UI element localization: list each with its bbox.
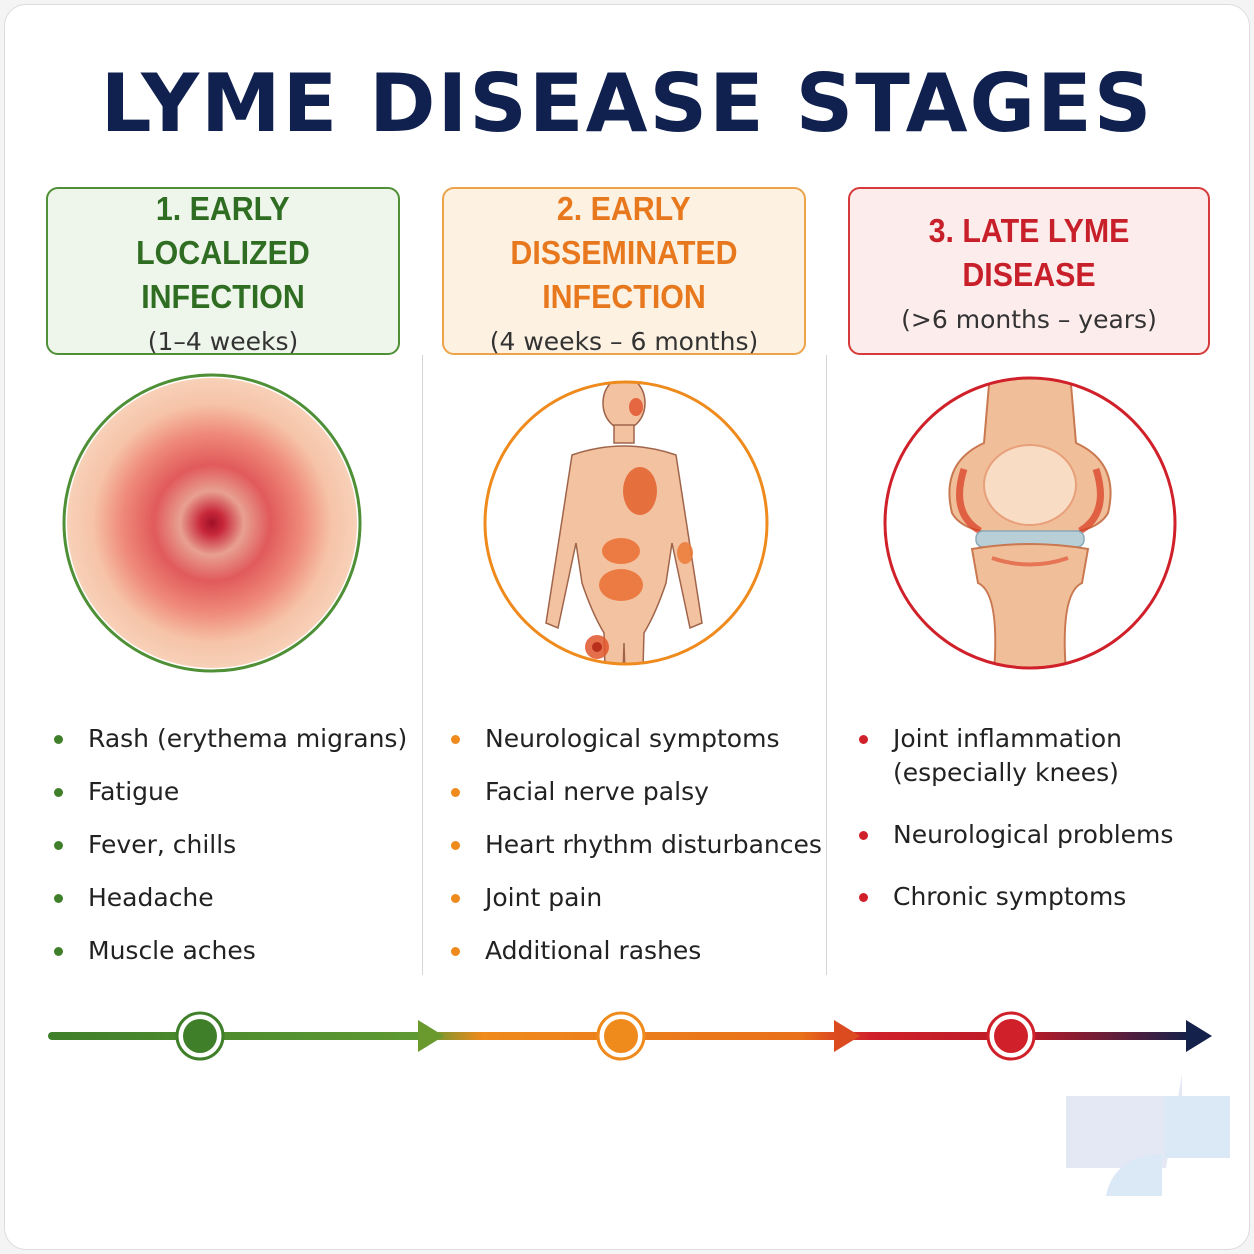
bullet-dot — [451, 841, 460, 850]
stage-1-duration: (1–4 weeks) — [147, 326, 299, 356]
bullet-dot — [54, 788, 63, 797]
progression-timeline — [40, 1000, 1220, 1072]
bullet-dot — [451, 947, 460, 956]
bullet-dot — [54, 894, 63, 903]
stage-1-symptom-list: Rash (erythema migrans) Fatigue Fever, c… — [50, 722, 407, 987]
list-item: Neurological symptoms — [447, 722, 822, 756]
list-item: Joint inflammation (especially knees) — [855, 722, 1195, 790]
bullet-dot — [451, 894, 460, 903]
arrowhead — [418, 1020, 444, 1052]
stage-3-duration: (>6 months – years) — [901, 304, 1157, 334]
stage-2-title-line2: DISSEMINATED INFECTION — [510, 233, 738, 315]
knee-illustration — [880, 373, 1180, 673]
stage-1-title-line2: LOCALIZED INFECTION — [136, 233, 310, 315]
bullet-dot — [859, 735, 868, 744]
list-item: Heart rhythm disturbances — [447, 828, 822, 862]
stage-2-symptom-list: Neurological symptoms Facial nerve palsy… — [447, 722, 822, 987]
list-item: Joint pain — [447, 881, 822, 915]
list-item: Neurological problems — [855, 818, 1195, 852]
list-item: Muscle aches — [50, 934, 407, 968]
stage-3-title: 3. LATE LYME DISEASE — [928, 211, 1130, 293]
knee-joint-icon — [883, 376, 1177, 670]
bullet-dot — [54, 735, 63, 744]
bullet-dot — [54, 947, 63, 956]
list-item: Fatigue — [50, 775, 407, 809]
list-item: Additional rashes — [447, 934, 822, 968]
bullet-dot — [859, 893, 868, 902]
arrowhead — [1186, 1020, 1212, 1052]
list-item: Rash (erythema migrans) — [50, 722, 407, 756]
stage-3-symptom-list: Joint inflammation (especially knees) Ne… — [855, 722, 1195, 942]
timeline-arrow-icon — [48, 1011, 1212, 1061]
watermark-logo — [1062, 1068, 1232, 1196]
stage-2-title-line1: 2. EARLY — [557, 189, 691, 227]
rash-illustration — [62, 373, 362, 673]
bullet-dot — [451, 735, 460, 744]
erythema-migrans-icon — [62, 373, 362, 673]
stage-2-header: 2. EARLY DISSEMINATED INFECTION (4 weeks… — [442, 187, 806, 356]
stage-1-header: 1. EARLY LOCALIZED INFECTION (1–4 weeks) — [46, 187, 400, 356]
bullet-dot — [859, 831, 868, 840]
body-illustration — [476, 373, 776, 673]
human-body-icon — [483, 380, 769, 666]
list-item: Fever, chills — [50, 828, 407, 862]
list-item: Facial nerve palsy — [447, 775, 822, 809]
bullet-dot — [451, 788, 460, 797]
column-divider — [422, 355, 423, 975]
list-item: Chronic symptoms — [855, 880, 1195, 914]
arrowhead — [834, 1020, 860, 1052]
stage-1-title-line1: 1. EARLY — [156, 189, 290, 227]
stage-2-duration: (4 weeks – 6 months) — [489, 326, 759, 356]
list-item: Headache — [50, 881, 407, 915]
page-title: LYME DISEASE STAGES — [100, 57, 1154, 150]
bullet-dot — [54, 841, 63, 850]
column-divider — [826, 355, 827, 975]
logo-icon — [1066, 1074, 1230, 1196]
stage-3-header: 3. LATE LYME DISEASE (>6 months – years) — [848, 187, 1210, 355]
